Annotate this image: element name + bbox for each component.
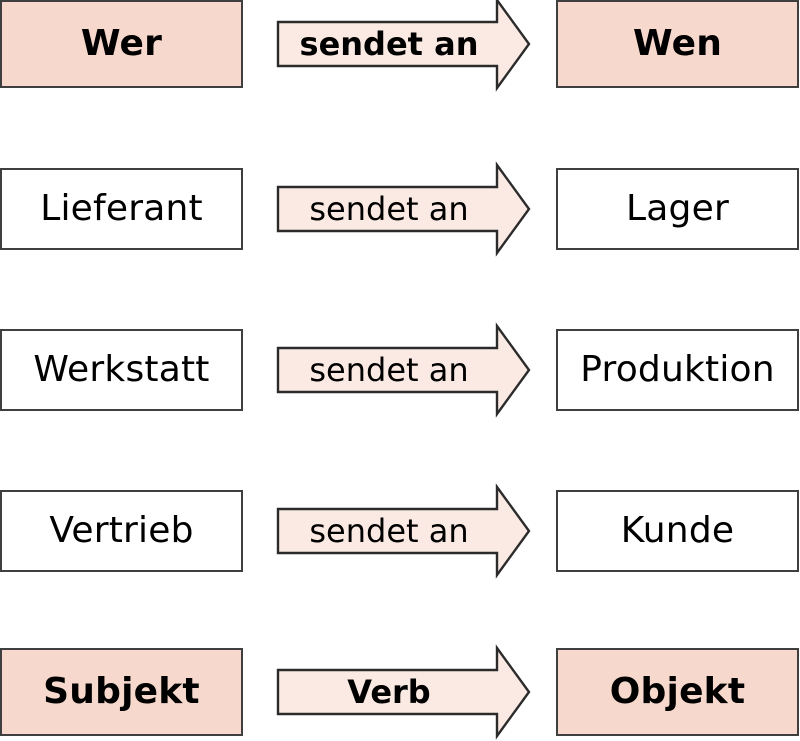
right-arrow-icon	[276, 483, 531, 579]
verb-label-wrap: Verb	[280, 644, 498, 740]
object-box[interactable]: Produktion	[556, 329, 799, 411]
object-box[interactable]: Kunde	[556, 490, 799, 572]
subject-box[interactable]: Werkstatt	[0, 329, 243, 411]
verb-arrow[interactable]: sendet an	[276, 483, 532, 579]
verb-arrow[interactable]: sendet an	[276, 322, 532, 418]
right-arrow-icon	[276, 322, 531, 418]
verb-label-wrap: sendet an	[280, 322, 498, 418]
diagram-row: Lieferant sendet an Lager	[0, 161, 800, 257]
subject-box[interactable]: Lieferant	[0, 168, 243, 250]
subject-box[interactable]: Subjekt	[0, 648, 243, 736]
subject-label: Werkstatt	[33, 349, 210, 390]
object-label: Objekt	[609, 671, 746, 712]
verb-arrow[interactable]: sendet an	[276, 161, 532, 257]
verb-label: sendet an	[299, 25, 479, 63]
subject-box[interactable]: Wer	[0, 0, 243, 88]
subject-label: Subjekt	[43, 671, 200, 712]
object-label: Wen	[632, 23, 723, 64]
verb-arrow[interactable]: sendet an	[276, 0, 532, 92]
verb-label: sendet an	[309, 512, 469, 550]
object-box[interactable]: Objekt	[556, 648, 799, 736]
verb-label-wrap: sendet an	[280, 161, 498, 257]
object-label: Produktion	[580, 349, 775, 390]
object-label: Lager	[626, 188, 729, 229]
right-arrow-icon	[276, 161, 531, 257]
object-box[interactable]: Wen	[556, 0, 799, 88]
right-arrow-icon	[276, 644, 531, 740]
subject-label: Wer	[80, 23, 163, 64]
verb-label-wrap: sendet an	[280, 483, 498, 579]
verb-label: Verb	[347, 673, 431, 711]
diagram-row: Werkstatt sendet an Produktion	[0, 322, 800, 418]
verb-arrow[interactable]: Verb	[276, 644, 532, 740]
diagram-row: Vertrieb sendet an Kunde	[0, 483, 800, 579]
object-box[interactable]: Lager	[556, 168, 799, 250]
verb-label: sendet an	[309, 190, 469, 228]
right-arrow-icon	[276, 0, 531, 92]
verb-label: sendet an	[309, 351, 469, 389]
subject-label: Lieferant	[40, 188, 203, 229]
verb-label-wrap: sendet an	[280, 0, 498, 92]
subject-box[interactable]: Vertrieb	[0, 490, 243, 572]
diagram-row: Wer sendet an Wen	[0, 0, 800, 92]
subject-label: Vertrieb	[49, 510, 194, 551]
diagram-row: Subjekt Verb Objekt	[0, 644, 800, 740]
object-label: Kunde	[620, 510, 735, 551]
